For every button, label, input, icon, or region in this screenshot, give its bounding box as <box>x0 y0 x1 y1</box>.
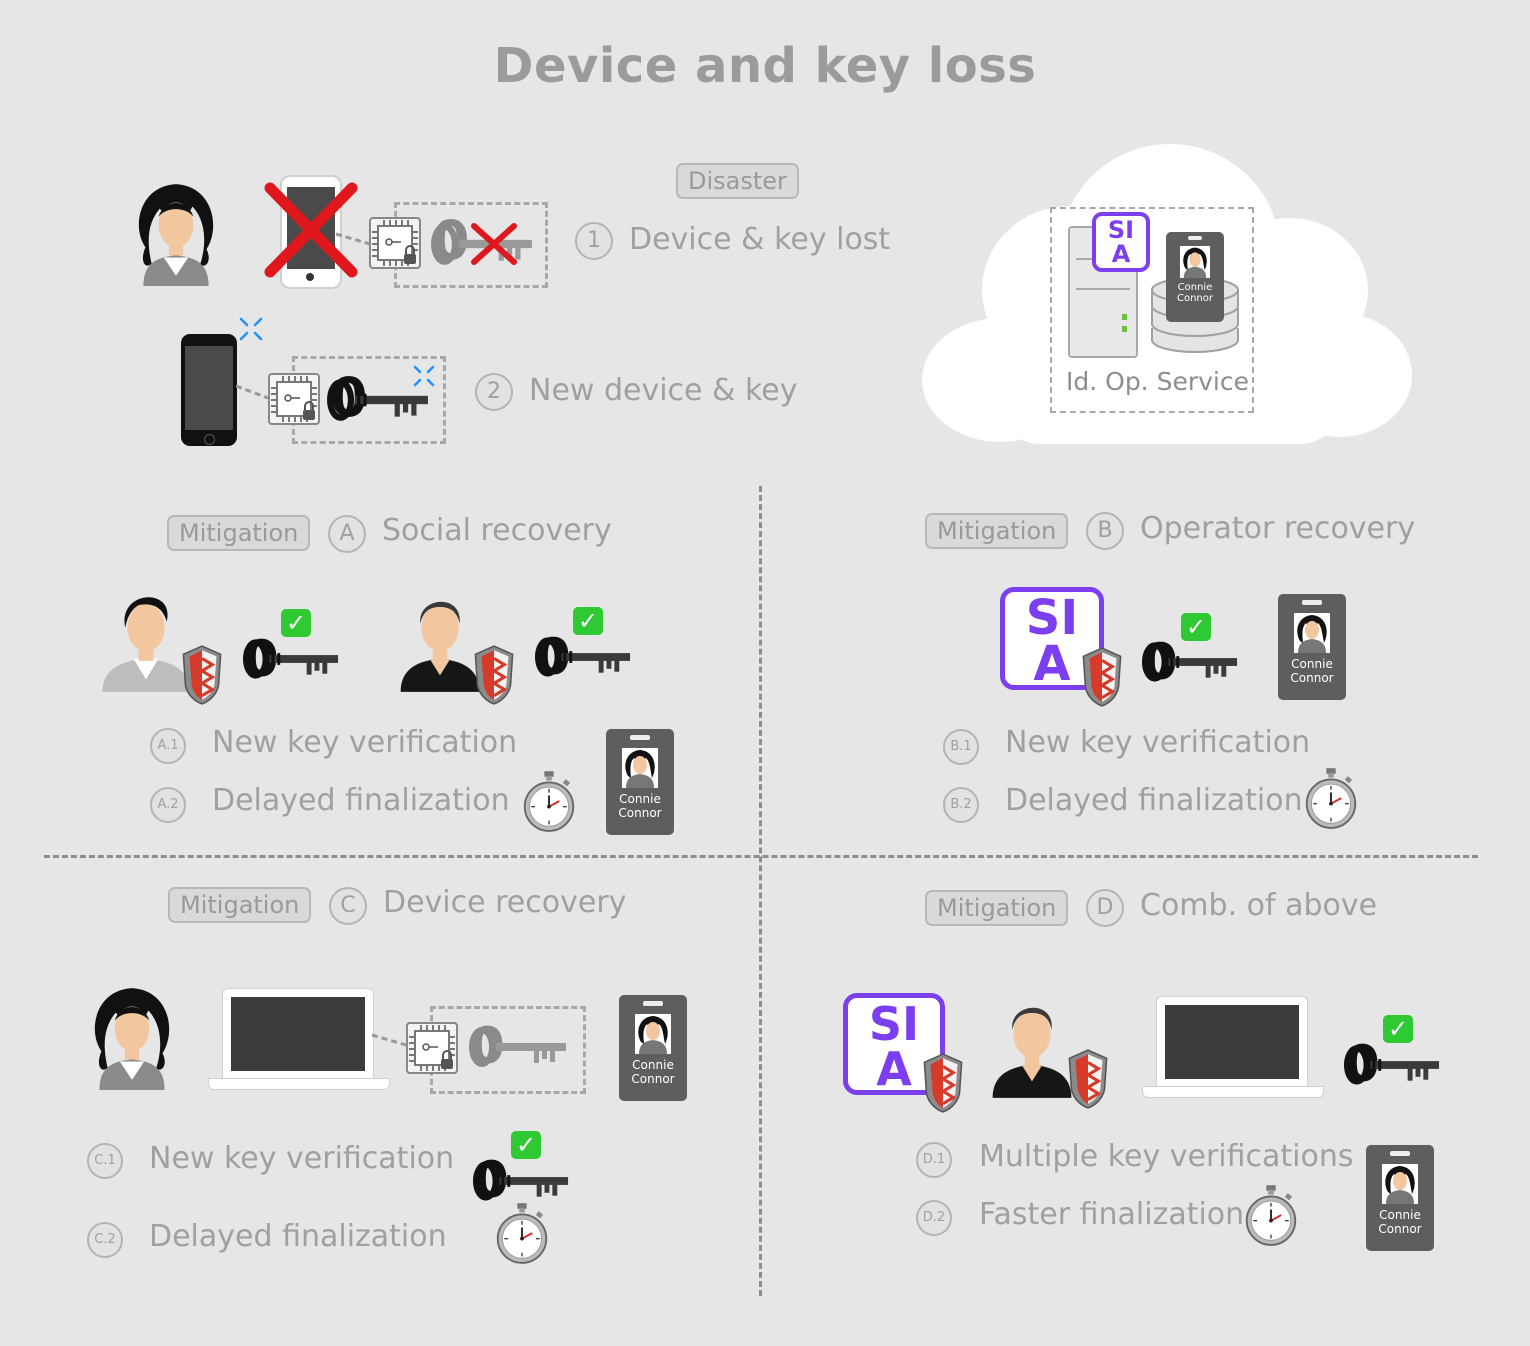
shield-icon <box>1067 1048 1109 1110</box>
check-icon: ✓ <box>281 609 311 637</box>
section-c-title: Device recovery <box>383 885 627 920</box>
disaster-tag: Disaster <box>676 163 799 199</box>
sparkle-icon <box>413 365 435 387</box>
step-b1-marker: B.1 <box>943 729 979 765</box>
sia-bottom: A <box>1033 636 1071 692</box>
vertical-divider <box>759 486 762 1296</box>
badge-name-line2: Connor <box>1290 671 1334 685</box>
laptop-icon <box>1156 996 1308 1088</box>
connector-line <box>372 1033 407 1047</box>
badge-name-line1: Connie <box>632 1058 674 1072</box>
chip-icon <box>268 373 320 425</box>
key-icon <box>1343 1040 1441 1090</box>
step-b1-label: New key verification <box>1005 725 1311 760</box>
step-a1-label: New key verification <box>212 725 518 760</box>
step-d1-marker: D.1 <box>916 1142 952 1178</box>
id-badge-icon: Connie Connor <box>619 995 687 1101</box>
shield-icon <box>1081 646 1123 708</box>
section-d-marker: D <box>1086 889 1124 927</box>
mitigation-tag-a: Mitigation <box>167 515 311 551</box>
badge-name-line1: Connie <box>1291 657 1333 671</box>
sia-bottom: A <box>1111 240 1131 268</box>
step-c1-label: New key verification <box>149 1141 455 1176</box>
key-icon <box>534 632 632 682</box>
new-phone-icon <box>181 334 237 446</box>
check-icon: ✓ <box>573 607 603 635</box>
section-b-title: Operator recovery <box>1140 511 1416 546</box>
lost-phone-icon <box>280 175 342 289</box>
step-2-label: New device & key <box>529 373 798 408</box>
sia-top: SI <box>868 997 920 1051</box>
cross-icon <box>264 182 358 278</box>
chip-icon <box>369 217 421 269</box>
step-1-label: Device & key lost <box>629 222 891 257</box>
laptop-base <box>1142 1086 1324 1098</box>
section-c-marker: C <box>329 887 367 925</box>
service-box <box>1050 207 1254 413</box>
stopwatch-icon <box>1245 1184 1297 1246</box>
step-b2-marker: B.2 <box>943 787 979 823</box>
sia-top: SI <box>1107 216 1135 244</box>
key-icon <box>1141 637 1239 687</box>
step-d2-label: Faster finalization <box>979 1197 1245 1232</box>
badge-name-line1: Connie <box>1177 282 1213 293</box>
service-label: Id. Op. Service <box>1066 367 1249 396</box>
connector-line <box>236 384 269 400</box>
step-a2-marker: A.2 <box>150 787 186 823</box>
stopwatch-icon <box>496 1202 548 1264</box>
shield-icon <box>922 1052 964 1114</box>
key-cross-icon <box>471 223 517 265</box>
id-badge-icon: Connie Connor <box>1366 1145 1434 1251</box>
user-woman-icon <box>94 988 170 1090</box>
step-d2-marker: D.2 <box>916 1200 952 1236</box>
id-badge-icon: Connie Connor <box>1278 594 1346 700</box>
mitigation-tag-d: Mitigation <box>925 890 1069 926</box>
badge-name-line1: Connie <box>619 792 661 806</box>
check-icon: ✓ <box>1383 1015 1413 1043</box>
laptop-base <box>208 1078 390 1090</box>
step-d1-label: Multiple key verifications <box>979 1139 1354 1174</box>
laptop-icon <box>222 988 374 1080</box>
step-c2-marker: C.2 <box>87 1222 123 1258</box>
step-2-marker: 2 <box>475 373 513 411</box>
id-badge-icon: Connie Connor <box>606 729 674 835</box>
badge-name-line2: Connor <box>618 806 662 820</box>
badge-name-line2: Connor <box>631 1072 675 1086</box>
section-b-marker: B <box>1086 512 1124 550</box>
mitigation-tag-b: Mitigation <box>925 513 1069 549</box>
stopwatch-icon <box>1305 767 1357 829</box>
chip-icon <box>406 1022 458 1074</box>
sia-top: SI <box>1025 590 1079 646</box>
shield-icon <box>473 644 515 706</box>
horizontal-divider <box>44 855 1478 858</box>
step-c1-marker: C.1 <box>87 1143 123 1179</box>
sparkle-icon <box>239 317 263 341</box>
check-icon: ✓ <box>1181 613 1211 641</box>
page-title: Device and key loss <box>493 38 1037 94</box>
badge-name-line2: Connor <box>1176 293 1213 304</box>
step-c2-label: Delayed finalization <box>149 1219 447 1254</box>
section-a-marker: A <box>328 515 366 553</box>
shield-icon <box>181 644 223 706</box>
sia-logo-icon: SI A <box>1092 212 1150 272</box>
key-icon <box>472 1156 570 1206</box>
step-b2-label: Delayed finalization <box>1005 783 1303 818</box>
stopwatch-icon <box>523 770 575 832</box>
section-a-title: Social recovery <box>382 513 612 548</box>
connector-line <box>336 232 371 246</box>
badge-name-line1: Connie <box>1379 1208 1421 1222</box>
step-a1-marker: A.1 <box>150 728 186 764</box>
badge-name-line2: Connor <box>1378 1222 1422 1236</box>
user-woman-icon <box>138 184 214 286</box>
key-icon <box>468 1022 568 1072</box>
step-a2-label: Delayed finalization <box>212 783 510 818</box>
mitigation-tag-c: Mitigation <box>168 887 312 923</box>
key-icon <box>242 634 340 684</box>
id-badge-icon: Connie Connor <box>1166 232 1224 322</box>
sia-bottom: A <box>876 1042 912 1096</box>
step-1-marker: 1 <box>575 222 613 260</box>
check-icon: ✓ <box>511 1131 541 1159</box>
section-d-title: Comb. of above <box>1140 888 1378 923</box>
